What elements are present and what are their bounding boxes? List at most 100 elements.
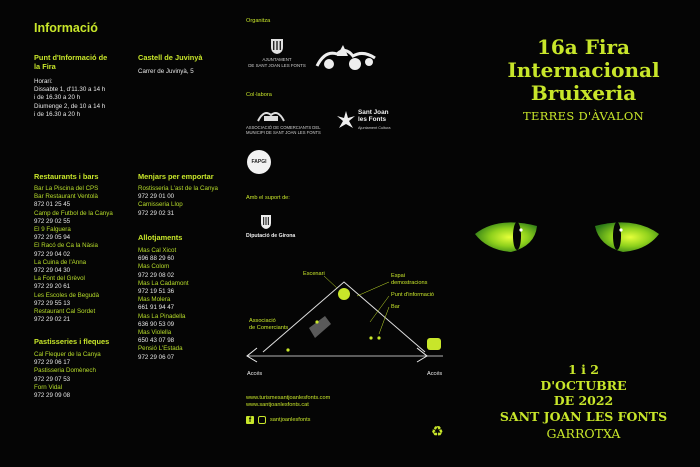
list-item-phone: 972 29 05 94 bbox=[34, 234, 71, 242]
map-escenari: Escenari bbox=[303, 271, 325, 277]
list-item-phone: 972 29 07 53 bbox=[34, 375, 71, 383]
castell-title: Castell de Juvinyà bbox=[138, 53, 203, 62]
list-item-phone: 872 01 25 45 bbox=[34, 201, 71, 209]
map-associacio: Associació de Comerciants bbox=[249, 318, 289, 331]
list-item-name: La Cuina de l'Anna bbox=[34, 258, 87, 266]
allotjaments-title: Allotjaments bbox=[138, 233, 183, 242]
suport-label: Amb el suport de: bbox=[246, 195, 290, 201]
sjlf-star-icon bbox=[337, 111, 355, 128]
list-item-phone: 972 29 08 02 bbox=[138, 271, 175, 279]
shield-icon bbox=[271, 39, 283, 54]
list-item-phone: 696 88 29 60 bbox=[138, 255, 175, 263]
restaurants-block: Restaurants i bars Bar La Piscina del CP… bbox=[34, 172, 134, 324]
map-bar: Bar bbox=[391, 304, 400, 310]
list-item-name: Mas La Pinadella bbox=[138, 312, 186, 320]
cat-eyes-icon bbox=[475, 222, 659, 252]
sponsors-panel: Organitza AJUNTAMENT DE SANT JOAN LES FO… bbox=[233, 0, 467, 467]
web-link-1[interactable]: www.turismesantjoanlesfonts.com bbox=[246, 395, 331, 401]
list-item-name: El 9 Falguera bbox=[34, 226, 71, 234]
map-svg bbox=[246, 275, 443, 363]
organitza-label: Organitza bbox=[246, 18, 271, 24]
list-item-phone: 972 29 02 31 bbox=[138, 209, 175, 217]
list-item-name: Mas Molera bbox=[138, 296, 171, 304]
ajuntament-logo: AJUNTAMENT DE SANT JOAN LES FONTS bbox=[247, 37, 307, 68]
punt-hours: Horari: Dissabte 1, d'11.30 a 14 h i de … bbox=[34, 78, 106, 118]
fira-witch-logo bbox=[315, 44, 379, 74]
associacio-logo: ASSOCIACIÓ DE COMERCIANTS DEL MUNICIPI D… bbox=[246, 107, 331, 136]
list-item-name: Mas Cal Xicot bbox=[138, 247, 177, 254]
cover-region: GARROTXA bbox=[546, 426, 621, 441]
list-item-phone: 972 29 09 08 bbox=[34, 392, 71, 400]
cover-subtitle: TERRES D'ÀVALON bbox=[523, 109, 644, 123]
cover-title: 16a Fira Internacional Bruixeria bbox=[507, 35, 660, 105]
cover-panel: 16a Fira Internacional Bruixeria TERRES … bbox=[467, 0, 700, 467]
list-item-name: Forn Vidal bbox=[34, 383, 63, 391]
list-item-name: Restaurant Cal Sordet bbox=[34, 308, 96, 316]
list-item-phone: 972 29 04 30 bbox=[34, 267, 71, 275]
list-item-phone: 661 91 94 47 bbox=[138, 304, 175, 312]
info-title: Informació bbox=[34, 21, 98, 35]
list-item-name: Les Escoles de Begudà bbox=[34, 291, 100, 299]
punt-informacio-block: Punt d'Informació de la Fira Horari: Dis… bbox=[34, 53, 134, 119]
list-item-name: Carnisseria Llop bbox=[138, 201, 183, 209]
social-handle[interactable]: santjoanlesfonts bbox=[270, 416, 311, 423]
associacio-icon bbox=[257, 112, 285, 122]
sjlf-logo: Sant Joan les Fonts Ajuntament Cultura bbox=[336, 108, 416, 134]
list-item-name: Rostisseria L'ast de la Canya bbox=[138, 185, 218, 192]
links-block: www.turismesantjoanlesfonts.com www.sant… bbox=[246, 395, 426, 424]
list-item-name: Mas La Cadamont bbox=[138, 279, 189, 287]
cover-date: 1 i 2 D'OCTUBRE DE 2022 SANT JOAN LES FO… bbox=[499, 362, 668, 424]
castell-address: Carrer de Juvinyà, 5 bbox=[138, 68, 194, 75]
list-item-name: Mas Violella bbox=[138, 329, 172, 337]
restaurants-title: Restaurants i bars bbox=[34, 172, 99, 181]
list-item-name: Bar La Piscina del CPS bbox=[34, 185, 99, 192]
list-item-name: Pensió L'Estada bbox=[138, 345, 183, 353]
facebook-icon[interactable]: f bbox=[246, 416, 254, 424]
pastisseries-block: Pastisseries i fleques Cal Flequer de la… bbox=[34, 337, 134, 400]
menjars-block: Menjars per emportar Rostisseria L'ast d… bbox=[138, 172, 233, 218]
map-espai: Espai demostracions bbox=[391, 273, 428, 286]
list-item: Bar La Piscina del CPS bbox=[34, 185, 134, 193]
cat-eyes bbox=[467, 212, 700, 262]
map-acces-right: Accés bbox=[427, 371, 443, 377]
list-item-name: La Font del Grèvol bbox=[34, 275, 85, 283]
list-item-name: Camp de Futbol de la Canya bbox=[34, 209, 113, 217]
list-item-phone: 972 19 51 36 bbox=[138, 288, 175, 296]
list-item-name: El Racó de Ca la Nàsia bbox=[34, 242, 98, 250]
instagram-icon[interactable] bbox=[258, 416, 266, 424]
recycle-icon: ♻ bbox=[431, 423, 444, 439]
info-panel: Informació Punt d'Informació de la Fira … bbox=[0, 0, 233, 467]
list-item-phone: 972 29 20 61 bbox=[34, 283, 71, 291]
list-item-phone: 972 29 06 07 bbox=[138, 353, 175, 361]
castell-block: Castell de Juvinyà Carrer de Juvinyà, 5 bbox=[138, 53, 233, 76]
map-acces-left: Accés bbox=[247, 371, 263, 377]
diputacio-shield-icon bbox=[261, 215, 271, 229]
web-link-2[interactable]: www.santjoanlesfonts.cat bbox=[246, 402, 309, 408]
map-punt-info: Punt d'informació bbox=[391, 292, 435, 298]
list-item-name: Cal Flequer de la Canya bbox=[34, 351, 101, 358]
list-item-name: Mas Colom bbox=[138, 263, 170, 271]
list-item-phone: 972 29 02 55 bbox=[34, 217, 71, 225]
list-item-name: Pastisseria Domènech bbox=[34, 367, 96, 375]
pastisseries-title: Pastisseries i fleques bbox=[34, 337, 110, 346]
sjlf-sub: Ajuntament Cultura bbox=[358, 126, 391, 130]
list-item-phone: 972 29 55 13 bbox=[34, 299, 71, 307]
